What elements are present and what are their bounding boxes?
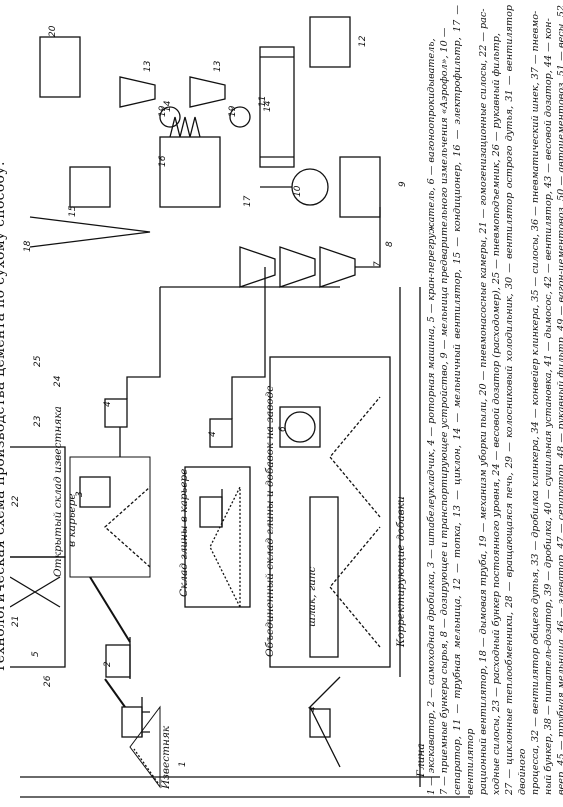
tube-mill: [259, 46, 295, 168]
equipment-number: 4: [103, 401, 113, 407]
aerofol-mill: [260, 156, 381, 218]
main-lines: [20, 776, 470, 798]
equipment-number: 19: [228, 105, 238, 117]
label-open-store: Открытый склад известняка: [52, 406, 64, 577]
equipment-number: 25: [33, 355, 43, 367]
equipment-number: 4: [308, 706, 318, 712]
combined-store: [269, 287, 421, 787]
legend-line: сепаратор, 11 — трубная мельница, 12 — т…: [452, 5, 476, 795]
label-izvestnyak: Известняк: [160, 725, 172, 789]
diagram-title: Технологическая схема производства цемен…: [0, 161, 8, 673]
label-open-store-2: в карьере: [66, 493, 78, 547]
equipment-number: 10: [293, 185, 303, 197]
equipment-number: 7: [373, 261, 383, 267]
equipment-number: 17: [243, 195, 253, 207]
equipment-number: 2: [103, 661, 113, 667]
label-additives: шлак, гипс: [306, 566, 318, 627]
equipment-number: 13: [213, 60, 223, 72]
label-correcting: Корректирующие добавки: [395, 496, 407, 647]
legend-line: веер, 45 — трубная мельница, 46 — элеват…: [556, 5, 563, 795]
equipment-number: 5: [31, 651, 41, 657]
equipment-number: 19: [158, 105, 168, 117]
label-clay-store: Склад глины в карьере: [178, 468, 190, 597]
equipment-number: 4: [208, 431, 218, 437]
equipment-number: 8: [385, 241, 395, 247]
equipment-number: 12: [358, 35, 368, 47]
homogenization-silos: [10, 446, 66, 668]
cyclones: [119, 76, 251, 128]
process-schematic: 1234445678910111213131414151617181919202…: [10, 16, 470, 798]
equipment-number: 3: [75, 491, 85, 497]
chimney: [29, 216, 151, 248]
limestone-quarry: [69, 287, 161, 789]
equipment-number: 24: [53, 375, 63, 387]
equipment-number: 6: [278, 426, 288, 432]
clay-quarry: [184, 287, 266, 608]
equipment-number: 16: [158, 155, 168, 167]
equipment-number: 11: [258, 96, 268, 107]
equipment-number: 18: [23, 240, 33, 252]
equipment-number: 20: [48, 25, 58, 37]
equipment-number: 23: [33, 415, 43, 427]
raw-bunkers: [239, 207, 381, 288]
legend-line: 1 — экскаватор, 2 — самоходная дробилка,…: [426, 38, 437, 795]
legend-line: 7 — приемные бункера сырья, 8 — дозирующ…: [439, 27, 450, 795]
pneumatic-chambers: [39, 36, 81, 98]
equipment-number: 14: [163, 100, 173, 112]
furnace: [309, 16, 351, 68]
label-combined-store: Объединенный склад глины и добавок на за…: [264, 385, 276, 658]
legend: 1 — экскаватор, 2 — самоходная дробилка,…: [425, 5, 563, 795]
legend-line: ный бункер, 38 — питатель-дозатор, 39 — …: [543, 18, 554, 795]
equipment-number: 9: [398, 181, 408, 187]
feed-conveyor: [160, 267, 340, 288]
equipment-number: 15: [68, 205, 78, 217]
legend-line: процесса, 32 — вентилятор общего дутья, …: [530, 10, 541, 795]
legend-line: ходные силосы, 23 — расходный бункер пос…: [491, 33, 502, 795]
equipment-number: 22: [11, 495, 21, 507]
electrofilter: [159, 116, 221, 208]
legend-line: рационный вентилятор, 18 — дымовая труба…: [478, 8, 489, 795]
equipment-number: 14: [263, 100, 273, 112]
equipment-number: 13: [143, 60, 153, 72]
equipment-number: 26: [43, 675, 53, 687]
legend-line: 27 — циклонные теплообменники, 28 — вращ…: [504, 5, 528, 795]
conditioner: [69, 166, 111, 208]
equipment-number: 21: [11, 616, 21, 627]
equipment-number: 1: [178, 761, 188, 767]
